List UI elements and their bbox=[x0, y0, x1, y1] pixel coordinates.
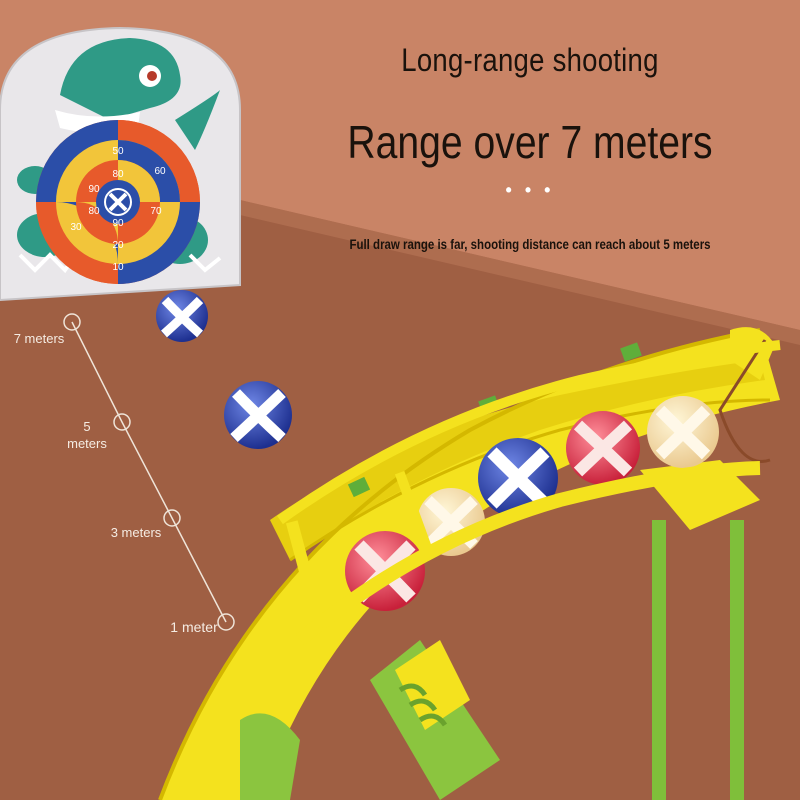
distance-label-3m: 3 meters bbox=[110, 525, 162, 540]
ring-number: 10 bbox=[112, 262, 124, 273]
distance-label-5m-number: 5 bbox=[83, 419, 91, 434]
description: Full draw range is far, shooting distanc… bbox=[349, 236, 711, 252]
ring-number: 60 bbox=[154, 166, 166, 177]
ring-number: 20 bbox=[112, 240, 124, 251]
distance-label-1m: 1 meter bbox=[170, 619, 218, 635]
ring-number: 90 bbox=[112, 218, 124, 229]
headline: Range over 7 meters bbox=[347, 116, 713, 168]
loaded-ball bbox=[566, 411, 640, 485]
loaded-ball bbox=[478, 438, 558, 518]
floor-edge bbox=[240, 200, 800, 345]
marker-5m bbox=[113, 413, 131, 431]
ring-number: 70 bbox=[150, 206, 162, 217]
ring-number: 50 bbox=[112, 146, 124, 157]
marker-7m bbox=[63, 313, 81, 331]
decorative-dots: • • • bbox=[505, 180, 555, 200]
marker-1m bbox=[217, 613, 235, 631]
ring-number: 90 bbox=[88, 184, 100, 195]
loaded-ball bbox=[647, 396, 719, 468]
subtitle: Long-range shooting bbox=[401, 42, 659, 78]
target-rings: 50 60 70 20 10 30 80 90 90 80 bbox=[36, 120, 200, 284]
marker-3m bbox=[163, 509, 181, 527]
ring-number: 30 bbox=[70, 222, 82, 233]
ring-number: 80 bbox=[112, 169, 124, 180]
flying-ball bbox=[156, 290, 208, 342]
distance-label-5m-unit: meters bbox=[67, 436, 107, 451]
distance-label-5m: 5 meters bbox=[48, 418, 126, 452]
dartboard-panel: 50 60 70 20 10 30 80 90 90 80 bbox=[0, 26, 241, 302]
flying-ball bbox=[224, 381, 292, 449]
bow-grip bbox=[240, 640, 500, 800]
distance-path bbox=[63, 313, 235, 631]
distance-label-7m: 7 meters bbox=[13, 331, 65, 346]
ring-number: 80 bbox=[88, 206, 100, 217]
